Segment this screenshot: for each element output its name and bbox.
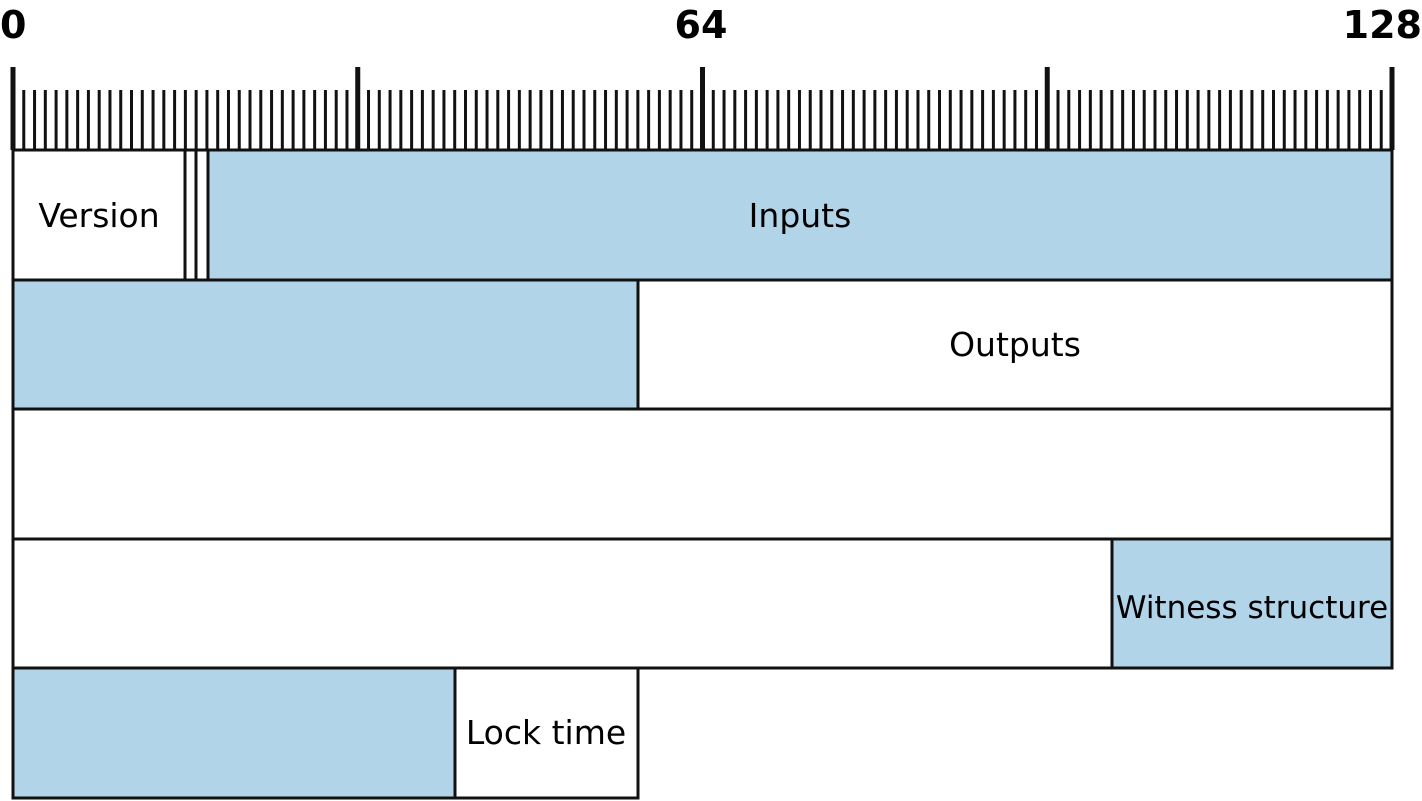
scale-label-0: 0 (0, 3, 26, 47)
witness-structure-label: Witness structure (1116, 590, 1388, 626)
version-label: Version (38, 196, 159, 235)
witness-structure-field-continued (11, 666, 457, 800)
outputs-label: Outputs (949, 325, 1081, 364)
marker-stripe-1 (183, 148, 198, 282)
scale-label-64: 64 (675, 3, 728, 47)
lock-time-label: Lock time (466, 713, 626, 752)
scale-label-128: 128 (1343, 3, 1422, 47)
witness-structure-field (1110, 537, 1394, 670)
inputs-label: Inputs (749, 196, 852, 235)
ruler-ticks (10, 67, 1395, 150)
inputs-field-continued (11, 278, 640, 411)
marker-stripe-2 (194, 148, 210, 282)
outputs-field (636, 278, 1394, 411)
outputs-field-continued-2 (11, 537, 1114, 670)
outputs-field-continued (11, 407, 1394, 541)
inputs-field (206, 148, 1394, 282)
lock-time-field (453, 666, 640, 800)
